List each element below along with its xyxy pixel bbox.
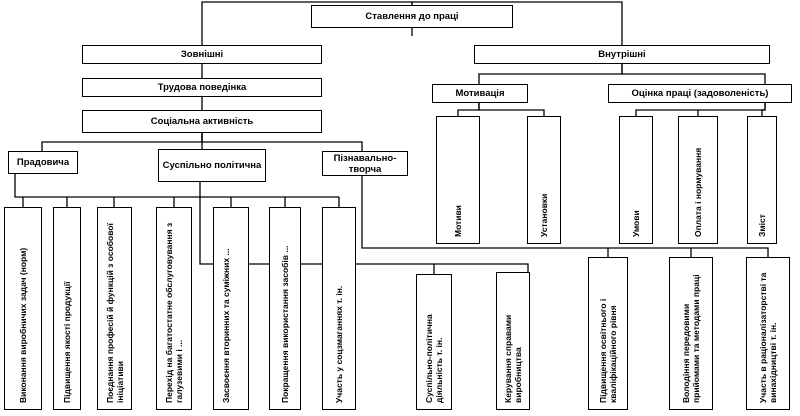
root-label: Ставлення до праці [365, 11, 459, 22]
socio-political-box: Суспільно політична [158, 149, 266, 182]
evaluation-label: Оцінка праці (задоволеність) [631, 88, 769, 99]
evaluation-item-label: Умови [631, 210, 641, 237]
motivation-item-label: Установки [539, 193, 549, 237]
socio-political-item-box: Суспільно-політична діяльність т. ін. [416, 274, 452, 410]
labor-behavior-label: Трудова поведінка [157, 82, 247, 93]
social-activity-box: Соціальна активність [82, 110, 322, 133]
production-item-label: Виконання виробничих задач (норм) [18, 247, 28, 403]
socio-political-label: Суспільно політична [162, 160, 262, 171]
cognitive-item-box: Володіння передовими прийомами та метода… [669, 257, 713, 410]
cognitive-item-box: Підвищення освітнього і кваліфікаційного… [588, 257, 628, 410]
cognitive-creative-label: Пізнавально-творча [333, 152, 397, 175]
production-item-label: Перехід на багатостатне обслуговування з… [164, 222, 184, 403]
motivation-item-box: Мотиви [436, 116, 480, 244]
root-box: Ставлення до праці [311, 5, 513, 28]
motivation-label: Мотивація [455, 88, 505, 99]
production-item-box: Покращення використання засобів ... [269, 207, 301, 410]
cognitive-item-label: Підвищення освітнього і кваліфікаційного… [598, 298, 618, 403]
production-box: Прадовича [8, 151, 78, 174]
production-item-label: Покращення використання засобів ... [280, 245, 290, 403]
production-item-box: Поєднання професій й функцій з особової … [97, 207, 132, 410]
production-item-box: Участь у соцзмаганнях т. ін. [322, 207, 356, 410]
evaluation-item-box: Зміст [747, 116, 777, 244]
production-item-box: Засвоєння вторинних та суміжних ... [213, 207, 249, 410]
external-label: Зовнішні [180, 49, 224, 60]
evaluation-item-box: Умови [619, 116, 653, 244]
external-box: Зовнішні [82, 45, 322, 64]
labor-behavior-box: Трудова поведінка [82, 78, 322, 97]
cognitive-item-label: Володіння передовими прийомами та метода… [681, 274, 701, 403]
cognitive-item-label: Участь в раціоналізаторстві та винахідни… [758, 272, 778, 403]
internal-box: Внутрішні [474, 45, 770, 64]
motivation-item-label: Мотиви [453, 205, 463, 237]
socio-political-item-label: Керування справами виробництва [503, 314, 523, 403]
production-label: Прадовича [16, 157, 70, 168]
production-item-box: Перехід на багатостатне обслуговування з… [156, 207, 192, 410]
social-activity-label: Соціальна активність [150, 116, 254, 127]
motivation-item-box: Установки [527, 116, 561, 244]
socio-political-item-label: Суспільно-політична діяльність т. ін. [424, 314, 444, 403]
evaluation-item-label: Зміст [757, 214, 767, 237]
production-item-label: Засвоєння вторинних та суміжних ... [221, 248, 231, 403]
production-item-box: Підвищення якості продукції [53, 207, 81, 410]
socio-political-item-box: Керування справами виробництва [496, 272, 530, 410]
evaluation-box: Оцінка праці (задоволеність) [608, 84, 792, 103]
internal-label: Внутрішні [598, 49, 646, 60]
evaluation-item-box: Оплата і нормування [678, 116, 718, 244]
cognitive-item-box: Участь в раціоналізаторстві та винахідни… [746, 257, 790, 410]
production-item-box: Виконання виробничих задач (норм) [4, 207, 42, 410]
production-item-label: Поєднання професій й функцій з особової … [104, 223, 125, 403]
production-item-label: Підвищення якості продукції [62, 281, 72, 403]
motivation-box: Мотивація [432, 84, 528, 103]
evaluation-item-label: Оплата і нормування [693, 147, 703, 237]
cognitive-creative-box: Пізнавально-творча [322, 151, 408, 176]
production-item-label: Участь у соцзмаганнях т. ін. [334, 285, 344, 403]
